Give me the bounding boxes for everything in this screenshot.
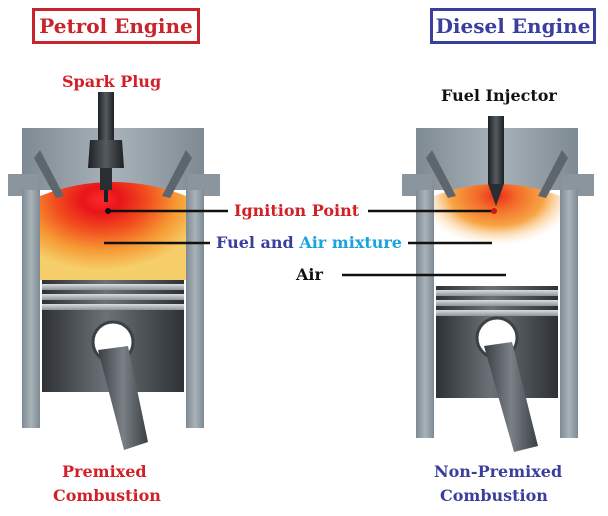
petrol-exhaust-valve: [162, 150, 192, 198]
diesel-exhaust-valve: [538, 150, 568, 198]
petrol-intake-valve: [34, 150, 64, 198]
ignition-point-label: Ignition Point: [234, 201, 360, 220]
petrol-engine-title: Petrol Engine: [32, 8, 200, 44]
air-label: Air: [296, 265, 323, 284]
nonpremixed-combustion-line1: Non-Premixed: [434, 462, 563, 481]
spark-plug-label: Spark Plug: [62, 72, 162, 91]
diesel-engine-title: Diesel Engine: [430, 8, 596, 44]
petrol-cylinder-wall-right: [186, 190, 204, 428]
diesel-intake-valve: [426, 150, 456, 198]
petrol-connecting-rod: [98, 346, 148, 450]
fuel-air-mixture-label: Fuel and Air mixture: [216, 233, 402, 253]
premixed-combustion-line2: Combustion: [53, 486, 161, 505]
spark-plug-icon: [88, 92, 124, 202]
fuel-injector-icon: [488, 116, 504, 206]
premixed-combustion-line1: Premixed: [62, 462, 147, 481]
diesel-cylinder-wall-right: [560, 190, 578, 438]
diesel-connecting-rod: [484, 342, 538, 452]
ignition-point-dot-right: [491, 208, 497, 214]
air-mixture-text: Air mixture: [299, 233, 402, 252]
callout-lines: [104, 209, 506, 277]
petrol-engine-drawing: [8, 92, 220, 450]
diesel-cylinder-wall-left: [416, 190, 434, 438]
nonpremixed-combustion-line2: Combustion: [440, 486, 548, 505]
diesel-engine-drawing: [402, 116, 594, 452]
petrol-combustion-chamber: [40, 182, 186, 280]
fuel-and-text: Fuel and: [216, 233, 294, 252]
ignition-point-dot-left: [105, 208, 111, 214]
fuel-injector-label: Fuel Injector: [441, 86, 557, 105]
petrol-cylinder-wall-left: [22, 190, 40, 428]
